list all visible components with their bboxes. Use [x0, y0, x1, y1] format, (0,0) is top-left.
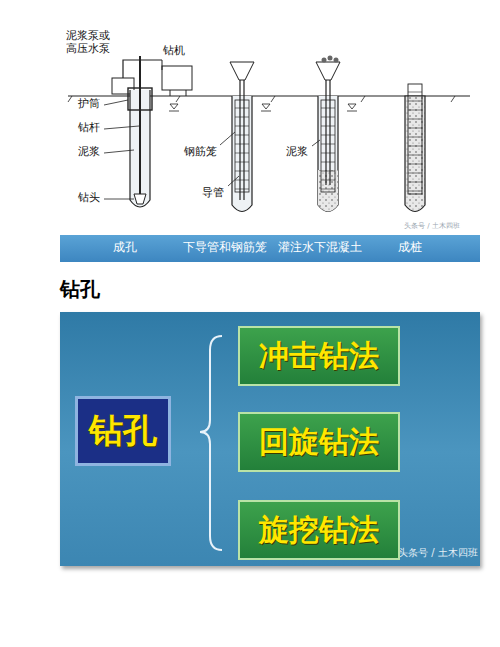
method-box: 回旋钻法 [238, 412, 400, 472]
box-text: 旋挖钻法 [259, 510, 379, 551]
box-text: 钻孔 [89, 408, 157, 454]
box-text: 冲击钻法 [259, 336, 379, 377]
part-label: 泥浆 [286, 146, 308, 159]
topic-box: 钻孔 [75, 396, 171, 466]
part-label: 泥浆 [78, 146, 100, 159]
part-label: 钻头 [78, 192, 100, 205]
part-label: 导管 [202, 187, 224, 200]
section-heading: 钻孔 [60, 276, 100, 303]
watermark: 头条号 / 土木四班 [398, 547, 478, 559]
stage-label: 下导管和钢筋笼 [183, 241, 267, 255]
method-box: 冲击钻法 [238, 326, 400, 386]
stage-label: 灌注水下混凝土 [278, 241, 362, 255]
box-text: 回旋钻法 [259, 422, 379, 463]
watermark: 头条号 / 土木四班 [404, 222, 460, 230]
part-label: 泥浆泵或高压水泵 [66, 30, 114, 55]
stage-label: 成孔 [113, 241, 137, 255]
method-box: 旋挖钻法 [238, 500, 400, 560]
stage-label: 成桩 [398, 241, 422, 255]
part-label: 钢筋笼 [184, 146, 217, 159]
part-label: 钻机 [163, 45, 185, 58]
part-label: 护筒 [78, 98, 100, 111]
part-label: 钻杆 [78, 122, 100, 135]
